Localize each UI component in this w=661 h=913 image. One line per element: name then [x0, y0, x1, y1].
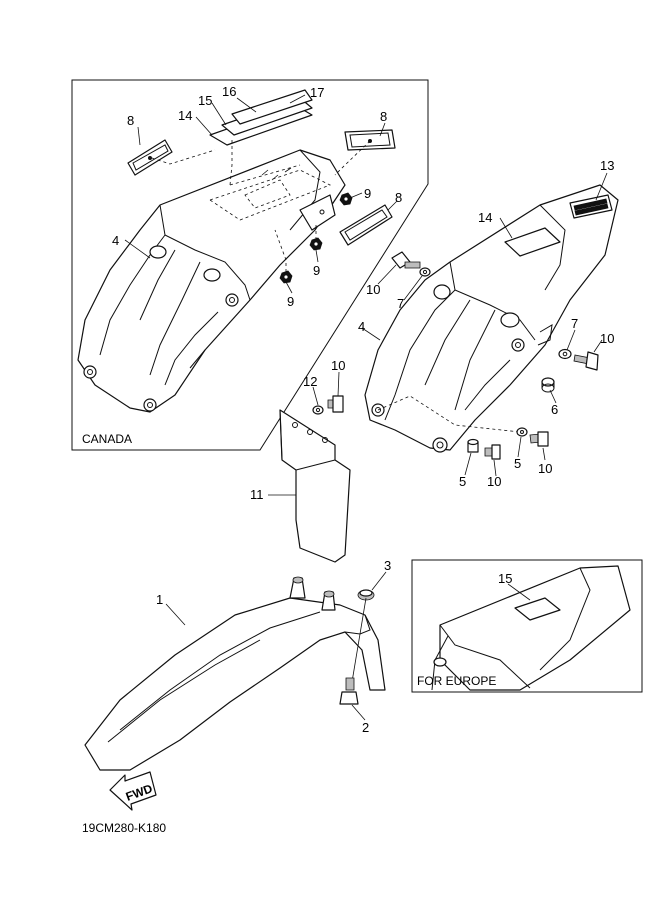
- mud-flap: [279, 409, 351, 563]
- main-rear-fender: [364, 184, 619, 453]
- callout-17: 17: [310, 85, 324, 100]
- grommet-3: [357, 589, 375, 601]
- callout-13: 13: [600, 158, 614, 173]
- grommet-5-right: [516, 427, 528, 437]
- reflector-top-right: [344, 129, 396, 151]
- callout-10b: 10: [600, 331, 614, 346]
- canada-inset-frame: [71, 79, 429, 451]
- callout-numbers: 8 14 15 16 17 8 9 8 4 9 9 13 14 10 7 4 7…: [112, 84, 614, 735]
- decal-14-main: [504, 227, 561, 257]
- bolt-10-lower-right: [529, 431, 549, 447]
- bolt-10-lower: [484, 444, 501, 460]
- reflector-left: [127, 139, 173, 176]
- europe-inset-label: FOR EUROPE: [417, 674, 496, 688]
- washer-12: [312, 405, 324, 415]
- callout-8b: 8: [380, 109, 387, 124]
- callout-4b: 4: [358, 319, 365, 334]
- callout-3: 3: [384, 558, 391, 573]
- callout-5b: 5: [459, 474, 466, 489]
- decal-13-graphic: [569, 194, 613, 219]
- callout-10d: 10: [487, 474, 501, 489]
- callout-14b: 14: [478, 210, 492, 225]
- callout-1: 1: [156, 592, 163, 607]
- canada-inset-label: CANADA: [82, 432, 132, 446]
- decal-stack: [209, 89, 313, 146]
- callout-7a: 7: [397, 296, 404, 311]
- bolt-10-flap: [327, 395, 344, 413]
- europe-inset-frame: [411, 559, 643, 693]
- callout-9a: 9: [364, 186, 371, 201]
- bolt-10-right: [573, 351, 599, 371]
- callout-7b: 7: [571, 316, 578, 331]
- drawing-code: 19CM280-K180: [82, 821, 166, 835]
- nut-9-c: [279, 270, 293, 284]
- callout-10a: 10: [366, 282, 380, 297]
- callout-15a: 15: [198, 93, 212, 108]
- bolt-2: [339, 677, 359, 705]
- leader-lines: [124, 94, 608, 721]
- callout-14a: 14: [178, 108, 192, 123]
- callout-12: 12: [303, 374, 317, 389]
- callout-15b: 15: [498, 571, 512, 586]
- grommet-5-lower: [467, 438, 479, 453]
- callout-4a: 4: [112, 233, 119, 248]
- washer-7-left: [419, 267, 431, 277]
- reflector-right: [339, 204, 393, 246]
- callout-2: 2: [362, 720, 369, 735]
- nut-9-b: [309, 237, 323, 251]
- front-fender: [84, 576, 386, 771]
- callout-16: 16: [222, 84, 236, 99]
- callout-11: 11: [250, 487, 264, 502]
- callout-10e: 10: [331, 358, 345, 373]
- bolt-10-upper-left: [391, 251, 421, 269]
- fwd-arrow-icon: FWD: [109, 771, 157, 811]
- europe-rear-fender-detail: [431, 565, 631, 691]
- callout-9c: 9: [287, 294, 294, 309]
- callout-9b: 9: [313, 263, 320, 278]
- callout-5a: 5: [514, 456, 521, 471]
- washer-7-right: [558, 348, 572, 360]
- canada-rear-fender: [77, 149, 346, 413]
- nut-9-a: [339, 192, 353, 206]
- callout-8c: 8: [395, 190, 402, 205]
- callout-8a: 8: [127, 113, 134, 128]
- callout-10c: 10: [538, 461, 552, 476]
- callout-6: 6: [551, 402, 558, 417]
- collar-6: [541, 377, 555, 393]
